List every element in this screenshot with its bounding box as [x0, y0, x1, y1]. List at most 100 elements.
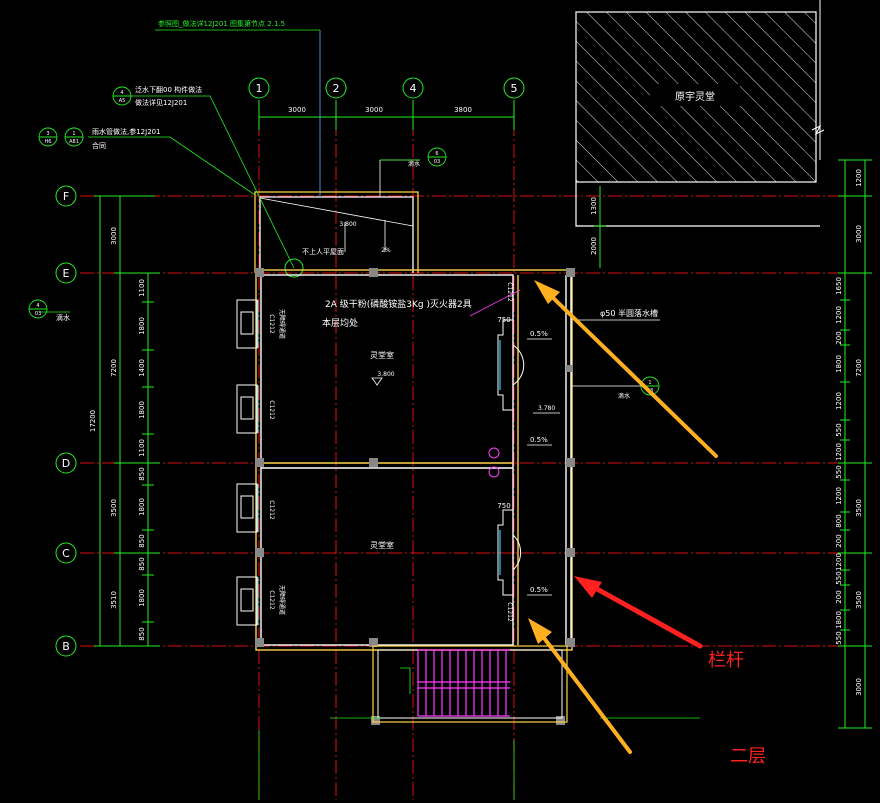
left-windows: [236, 299, 258, 626]
dim-left-total: 17200: [89, 410, 97, 432]
slope-3: 0.5%: [530, 586, 548, 594]
axis-label-col-2: 2: [333, 82, 340, 95]
dim-right-inner-12: 1200: [835, 553, 843, 571]
win-note-2: 无障碍通道: [278, 585, 286, 615]
dim-right-inner-10: 800: [835, 514, 843, 527]
dim-right-inner-8: 550: [835, 465, 843, 478]
dim-right-inner-6: 550: [835, 423, 843, 436]
bubble-5-bottom: 03: [35, 311, 41, 317]
dim-left-inner-3: 1400: [138, 359, 146, 377]
room-2-label: 灵堂室: [370, 540, 394, 550]
axis-label-col-5: 5: [511, 82, 518, 95]
win-label-2: C1212: [268, 400, 275, 420]
slopes: 0.5% 0.5% 0.5% 3.780: [530, 330, 555, 594]
win-label-1: C1212: [268, 314, 275, 334]
dim-right-outer-5: 3500: [855, 591, 863, 609]
dim-left-outer-3: 3500: [110, 499, 118, 517]
dim-left-outer-1: 3000: [110, 227, 118, 245]
right-dimensions: [838, 159, 872, 729]
dim-right-inner-5: 1200: [835, 392, 843, 410]
note-water-2: 合同: [92, 141, 106, 150]
top-dimensions: [258, 100, 515, 130]
elev-marker: [371, 377, 383, 386]
roof-note: 不上人平屋面: [302, 247, 344, 256]
roof-slope: 2%: [381, 247, 391, 254]
axis-label-col-1: 1: [256, 82, 263, 95]
yellow-arrow-bottom: [528, 618, 632, 754]
left-dimensions: [94, 195, 160, 647]
dim-right-inner-1: 1650: [835, 277, 843, 295]
gutter-note: φ50 半圆落水槽: [600, 308, 658, 318]
yellow-arrow-top: [534, 280, 718, 458]
dim-1300: 1300: [590, 197, 598, 215]
dim-right-outer-2: 3000: [855, 225, 863, 243]
win-label-5: C1212: [506, 282, 513, 302]
dim-left-inner-1: 1100: [138, 279, 146, 297]
axis-bubbles-columns: [248, 77, 525, 99]
dim-right-inner-11: 200: [835, 534, 843, 547]
dim-top-1: 3000: [288, 106, 306, 114]
right-doors: [497, 319, 525, 596]
bubble-5-top: 4: [36, 303, 39, 309]
room-1-elev: 3.800: [377, 371, 394, 378]
fire-symbol-2: [488, 466, 500, 478]
dim-right-inner-15: 1800: [835, 611, 843, 629]
hatched-room-dims: [594, 186, 606, 268]
axis-label-row-b: B: [62, 640, 70, 653]
axis-bubbles-rows: [55, 185, 77, 657]
roof-elev: 3.800: [339, 221, 356, 228]
pipe-label-left: 滴水: [56, 313, 70, 322]
dim-left-inner-8: 850: [138, 534, 146, 547]
win-note-1: 无障碍通道: [278, 309, 286, 339]
dim-left-inner-10: 1800: [138, 589, 146, 607]
pipe-label-top: 滴水: [408, 160, 420, 168]
axis-label-row-c: C: [62, 547, 70, 560]
dim-right-outer-6: 3000: [855, 678, 863, 696]
roof-drain-circle: [284, 258, 304, 278]
dim-right-outer-4: 3500: [855, 499, 863, 517]
elev-right: 3.780: [538, 405, 555, 412]
pipe-label-right: 滴水: [618, 392, 630, 400]
note-drain-2: 做法详见12J201: [135, 98, 187, 107]
room-label-top-right: 原宇灵堂: [675, 90, 715, 103]
axis-label-row-d: D: [62, 457, 70, 470]
bubble-2-top: 3: [46, 131, 49, 137]
dim-2000: 2000: [590, 237, 598, 255]
annotation-rail: 栏杆: [708, 650, 744, 671]
win-label-3: C1212: [268, 500, 275, 520]
axis-label-col-4: 4: [410, 82, 417, 95]
bubble-3-top: 1: [72, 131, 75, 137]
columns: [255, 268, 575, 725]
dim-right-inner-9: 1200: [835, 487, 843, 505]
bubble-3-bottom: A81: [69, 139, 79, 145]
note-water: 雨水管做法,参12J201: [92, 127, 161, 136]
bubble-1-bottom: A5: [119, 98, 126, 104]
slope-underlines: [527, 338, 560, 596]
leaders: [40, 29, 420, 313]
note-drain: 泛水下翻00 构件做法: [135, 85, 202, 94]
dim-right-inner-16: 550: [835, 631, 843, 644]
dim-750-top: 750: [497, 316, 510, 324]
bubble-6-top: 1: [648, 380, 651, 386]
bubble-4-top: 6: [435, 151, 438, 157]
dim-left-inner-9: 850: [138, 557, 146, 570]
dim-right-inner-4: 1800: [835, 355, 843, 373]
fire-note-2: 本层均处: [322, 317, 358, 329]
dim-left-inner-6: 850: [138, 467, 146, 480]
note-top: 参照图_做法详12J201 图集第节点 2.1.5: [158, 19, 285, 28]
slope-2: 0.5%: [530, 436, 548, 444]
dim-750-bottom: 750: [497, 502, 510, 510]
dim-top-3: 3800: [454, 106, 472, 114]
dim-left-outer-2: 7200: [110, 359, 118, 377]
dim-top-2: 3000: [365, 106, 383, 114]
bubble-1-top: 4: [120, 90, 123, 96]
win-label-6: C1212: [506, 602, 513, 622]
bubble-4-bottom: 03: [434, 159, 440, 165]
dim-left-outer-4: 3510: [110, 591, 118, 609]
dim-left-inner-11: 850: [138, 627, 146, 640]
dim-right-inner-7: 1200: [835, 443, 843, 461]
annotation-floor: 二层: [730, 746, 766, 767]
dim-left-inner-7: 1800: [138, 498, 146, 516]
dim-right-inner-13: 550: [835, 571, 843, 584]
